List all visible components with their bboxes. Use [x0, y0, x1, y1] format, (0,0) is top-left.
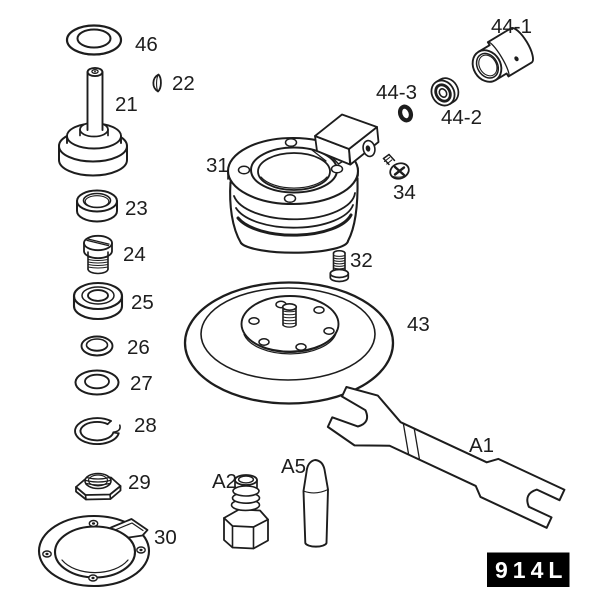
part-27-washer: 27	[74, 369, 153, 396]
part-44-1-label: 44-1	[491, 15, 532, 38]
part-44-3-o-ring: 44-3	[376, 81, 417, 123]
part-21-label: 21	[115, 93, 138, 116]
part-43-stud	[281, 302, 298, 328]
tool-a1-wrench: A1	[326, 385, 566, 529]
part-22-key: 22	[152, 72, 195, 95]
part-22-label: 22	[172, 72, 195, 95]
part-30-label: 30	[154, 526, 177, 549]
part-44-2-label: 44-2	[441, 106, 482, 129]
part-21-spindle: 21	[58, 66, 138, 177]
part-23-label: 23	[125, 197, 148, 220]
part-43-hub-holes	[248, 300, 335, 351]
part-46-washer: 46	[65, 24, 158, 56]
tool-a5-punch: A5	[281, 455, 329, 548]
tool-a2-fitting: A2	[212, 470, 269, 550]
part-27-label: 27	[130, 372, 153, 395]
model-badge: 914L	[487, 552, 570, 587]
part-28-label: 28	[134, 414, 157, 437]
part-24-label: 24	[123, 243, 146, 266]
part-34-screw: 34	[382, 153, 416, 204]
tool-a2-label: A2	[212, 470, 237, 493]
part-25-label: 25	[131, 291, 154, 314]
part-44-1-sleeve: 44-1	[471, 15, 534, 83]
part-31-housing: 31	[206, 113, 380, 254]
part-23-retainer: 23	[76, 189, 148, 223]
part-31-valve-box	[314, 113, 380, 166]
part-46-label: 46	[135, 33, 158, 56]
part-44-2-bearing: 44-2	[430, 77, 482, 129]
part-29-label: 29	[128, 471, 151, 494]
part-25-bearing: 25	[72, 281, 154, 321]
part-28-snap-ring: 28	[74, 414, 157, 445]
part-32-label: 32	[350, 249, 373, 272]
part-32-screw: 32	[329, 249, 373, 283]
part-44-3-label: 44-3	[376, 81, 417, 104]
part-43-label: 43	[407, 313, 430, 336]
part-34-label: 34	[393, 181, 416, 204]
part-31-label: 31	[206, 154, 229, 177]
part-30-ring-plate: 30	[37, 514, 177, 588]
tool-a5-label: A5	[281, 455, 306, 478]
part-24-slotted-plug: 24	[83, 234, 146, 275]
part-26-ring: 26	[80, 335, 150, 359]
tool-a1-label: A1	[469, 434, 494, 457]
model-badge-box	[487, 552, 570, 587]
part-43-pad: 43	[183, 281, 430, 405]
part-31-flange-holes	[237, 137, 344, 204]
part-26-label: 26	[127, 336, 150, 359]
part-29-nut: 29	[75, 471, 151, 501]
model-badge-text: 914L	[495, 557, 567, 583]
part-30-holes	[42, 519, 146, 582]
